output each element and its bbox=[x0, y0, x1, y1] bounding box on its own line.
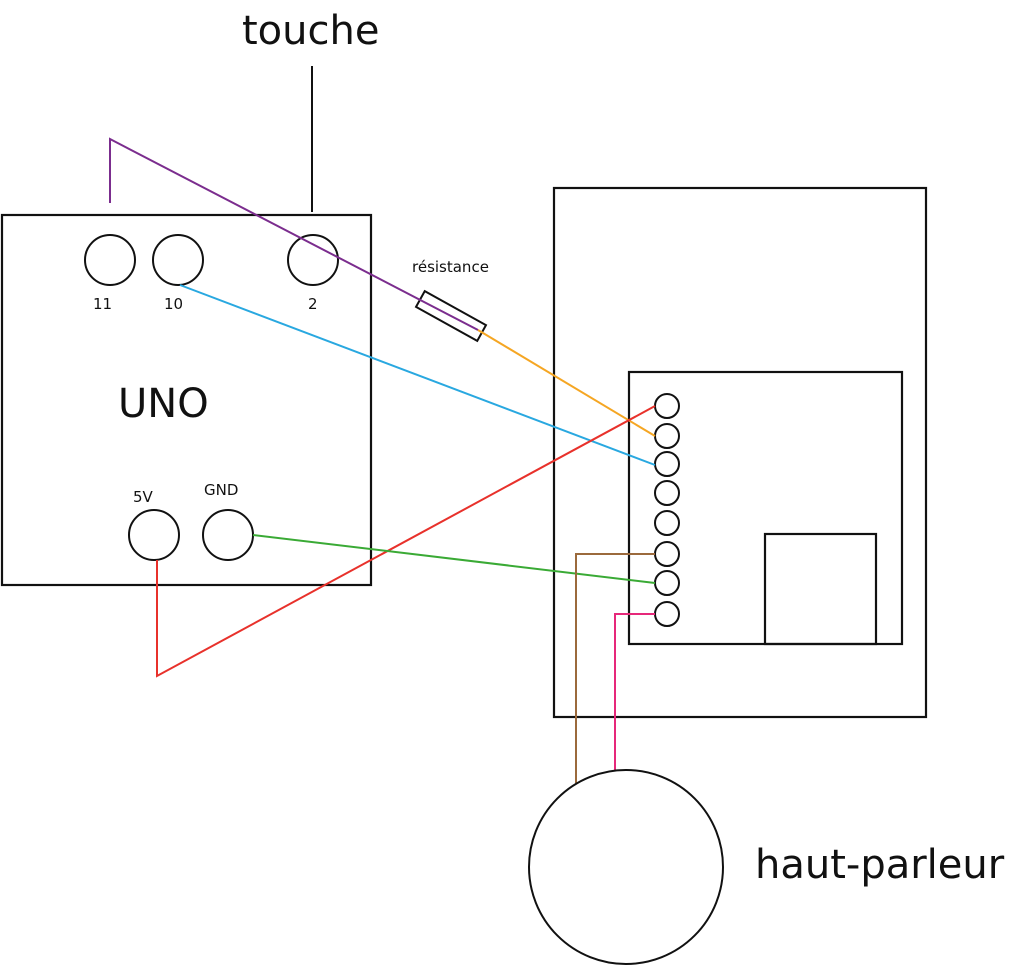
board-label: UNO bbox=[118, 381, 209, 427]
orange-wire bbox=[477, 329, 656, 437]
module-pin-4 bbox=[654, 480, 680, 506]
pin-11 bbox=[84, 234, 136, 286]
resistor-label: résistance bbox=[412, 258, 489, 276]
button-label: touche bbox=[242, 8, 379, 54]
module-pin-6 bbox=[654, 541, 680, 567]
green-wire bbox=[252, 534, 656, 584]
module-chip bbox=[763, 532, 878, 646]
pin-5v bbox=[128, 509, 180, 561]
uno-board bbox=[0, 213, 373, 587]
module-pin-1 bbox=[654, 393, 680, 419]
module-pins bbox=[654, 393, 680, 627]
pin-2-label: 2 bbox=[308, 295, 318, 313]
brown-wire bbox=[575, 553, 655, 783]
pin-gnd bbox=[202, 509, 254, 561]
module-pin-8 bbox=[654, 601, 680, 627]
module-pin-3 bbox=[654, 451, 680, 477]
red-wire bbox=[156, 405, 656, 678]
speaker-label: haut-parleur bbox=[755, 842, 1005, 888]
purple-wire bbox=[109, 137, 479, 331]
pin-2 bbox=[287, 234, 339, 286]
blue-wire bbox=[179, 284, 656, 466]
pin-gnd-label: GND bbox=[204, 481, 238, 499]
pink-wire bbox=[614, 613, 655, 770]
pin-10 bbox=[152, 234, 204, 286]
module-pin-5 bbox=[654, 510, 680, 536]
pin-10-label: 10 bbox=[164, 295, 183, 313]
pin-5v-label: 5V bbox=[133, 488, 154, 506]
speaker bbox=[528, 769, 724, 965]
module-pin-7 bbox=[654, 570, 680, 596]
pin-11-label: 11 bbox=[93, 295, 112, 313]
module-pin-2 bbox=[654, 423, 680, 449]
sound-module bbox=[552, 186, 928, 719]
